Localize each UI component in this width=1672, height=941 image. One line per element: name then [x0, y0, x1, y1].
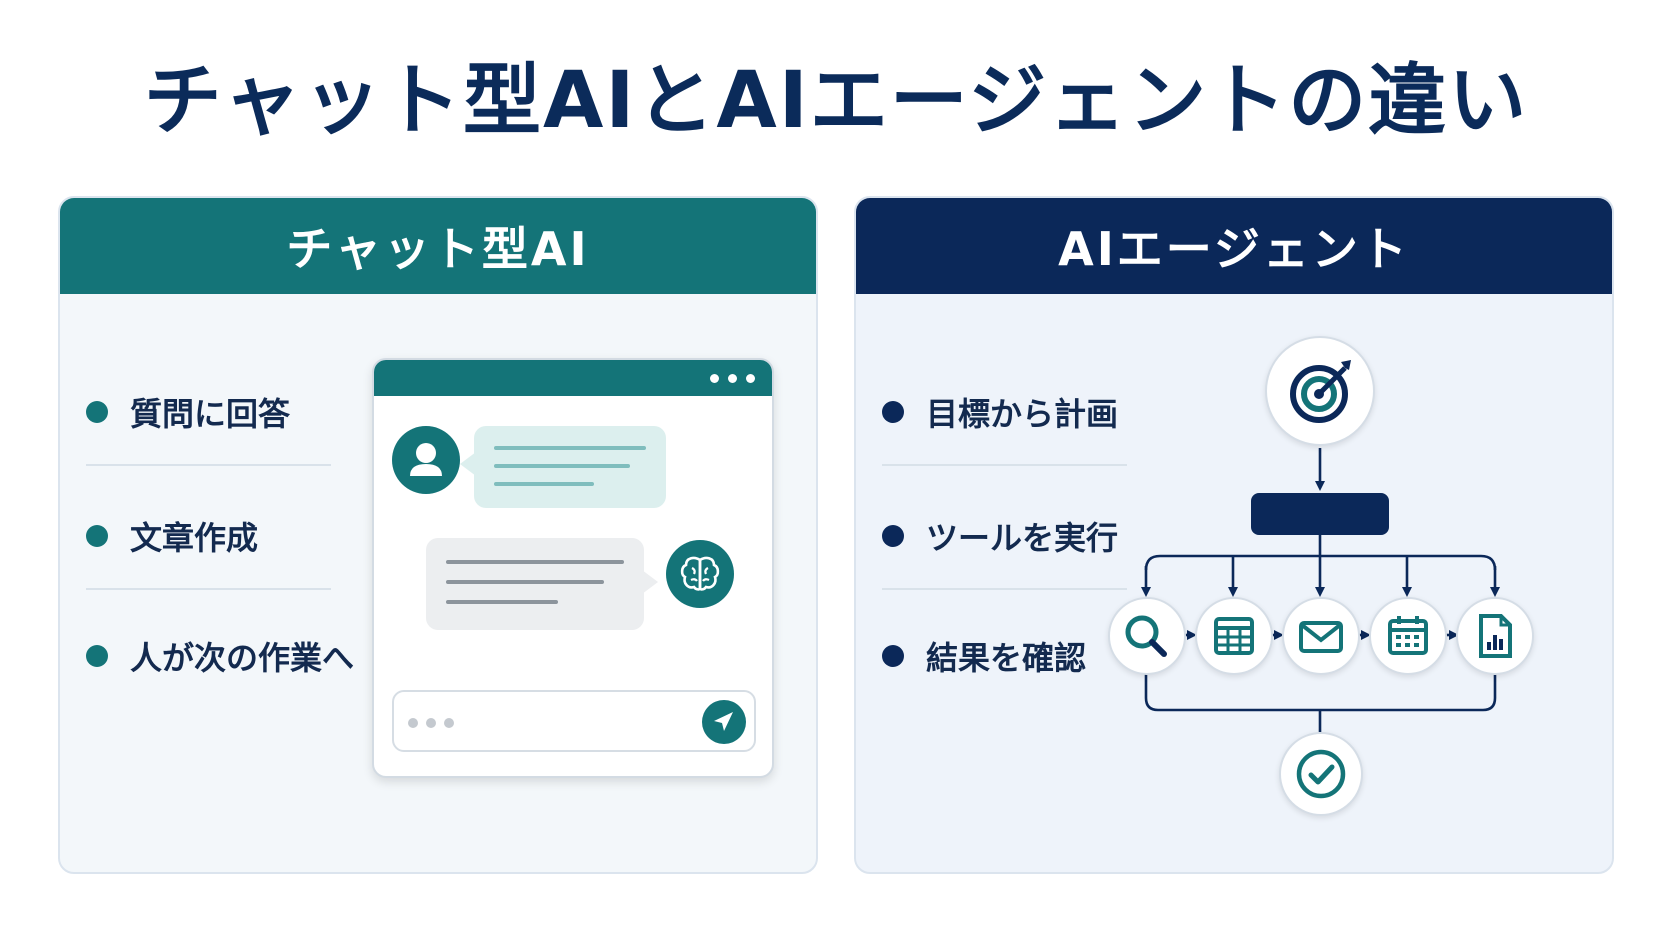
- flow-connectors: [1141, 448, 1500, 732]
- chat-window: [372, 358, 774, 778]
- user-icon: [392, 426, 460, 494]
- tool-node: [1195, 597, 1273, 675]
- check-icon: [1296, 749, 1346, 799]
- send-button[interactable]: [702, 700, 746, 744]
- more-dots-icon[interactable]: [692, 360, 772, 396]
- bullet-item: 質問に回答: [86, 392, 336, 433]
- bullet-label: 目標から計画: [926, 395, 1119, 433]
- document-chart-icon: [1479, 614, 1512, 658]
- divider: [882, 588, 1127, 590]
- brain-icon: [666, 540, 734, 608]
- bullet-dot: [882, 645, 904, 667]
- bullet-dot: [86, 645, 108, 667]
- tool-node: [1108, 597, 1186, 675]
- user-message-bubble: [474, 426, 666, 508]
- tool-node: [1456, 597, 1534, 675]
- divider: [882, 464, 1127, 466]
- bullet-item: ツールを実行: [882, 516, 1132, 557]
- chat-ai-header: チャット型AI: [60, 198, 816, 294]
- divider: [86, 464, 331, 466]
- bullet-item: 目標から計画: [882, 392, 1132, 433]
- search-icon: [1125, 615, 1167, 657]
- bullet-label: 文章作成: [130, 519, 259, 557]
- divider: [86, 588, 331, 590]
- bullet-label: 人が次の作業へ: [130, 639, 355, 677]
- chat-ai-panel: チャット型AI 質問に回答 文章作成 人が次の作業へ: [58, 196, 818, 874]
- bullet-dot: [86, 525, 108, 547]
- bullet-label: 質問に回答: [130, 395, 291, 433]
- bullet-item: 人が次の作業へ: [86, 636, 354, 677]
- bubble-tail: [460, 452, 476, 476]
- bullet-item: 文章作成: [86, 516, 336, 557]
- page-title: チャット型AIとAIエージェントの違い: [143, 56, 1529, 146]
- bubble-tail: [642, 570, 658, 594]
- tool-node: [1369, 597, 1447, 675]
- message-input[interactable]: [392, 690, 756, 752]
- tool-node: [1282, 597, 1360, 675]
- chat-window-titlebar: [374, 360, 772, 396]
- bullet-label: 結果を確認: [926, 639, 1087, 677]
- mail-icon: [1299, 621, 1343, 653]
- ai-agent-panel: AIエージェント 目標から計画 ツールを実行 結果を確認: [854, 196, 1614, 874]
- table-icon: [1214, 617, 1254, 655]
- result-node: [1279, 732, 1363, 816]
- calendar-icon: [1388, 616, 1428, 655]
- bullet-label: ツールを実行: [926, 519, 1119, 557]
- target-icon: [1290, 360, 1351, 423]
- ai-message-bubble: [426, 538, 644, 630]
- send-icon: [714, 712, 733, 731]
- plan-bar: [1251, 493, 1389, 535]
- goal-node: [1265, 336, 1375, 446]
- bullet-dot: [882, 401, 904, 423]
- bullet-dot: [882, 525, 904, 547]
- ai-agent-header: AIエージェント: [856, 198, 1612, 294]
- bullet-dot: [86, 401, 108, 423]
- bullet-item: 結果を確認: [882, 636, 1132, 677]
- agent-flow-diagram: [856, 198, 1612, 872]
